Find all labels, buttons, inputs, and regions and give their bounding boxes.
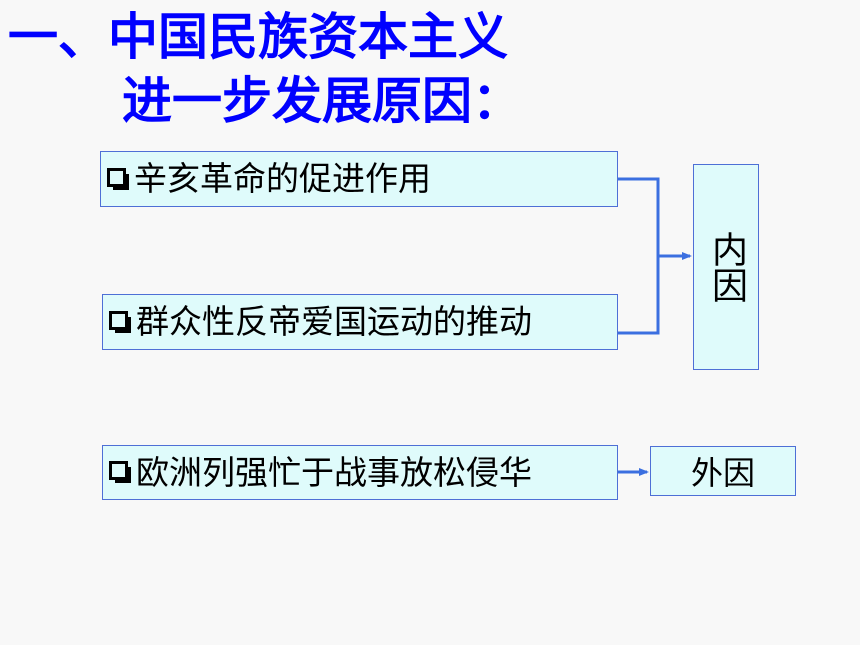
internal-cause-label: 内因 — [706, 231, 747, 303]
internal-cause-box: 内因 — [693, 164, 759, 370]
external-cause-label: 外因 — [690, 454, 755, 492]
reason-text-3: 欧洲列强忙于战事放松侵华 — [136, 452, 532, 492]
checkbox-bullet-icon — [109, 461, 131, 483]
heading-line-1: 一、中国民族资本主义 — [8, 8, 508, 66]
reason-box-2: 群众性反帝爱国运动的推动 — [102, 294, 618, 350]
reason-text-1: 辛亥革命的促进作用 — [134, 159, 431, 198]
reason-box-1: 辛亥革命的促进作用 — [100, 151, 618, 207]
checkbox-bullet-icon — [109, 310, 131, 333]
reason-text-2: 群众性反帝爱国运动的推动 — [136, 302, 532, 341]
reason-box-3: 欧洲列强忙于战事放松侵华 — [102, 445, 618, 500]
checkbox-bullet-icon — [107, 167, 129, 190]
bracket-connector — [618, 177, 660, 335]
heading-line-2: 进一步发展原因： — [122, 72, 522, 130]
external-cause-box: 外因 — [650, 446, 796, 496]
